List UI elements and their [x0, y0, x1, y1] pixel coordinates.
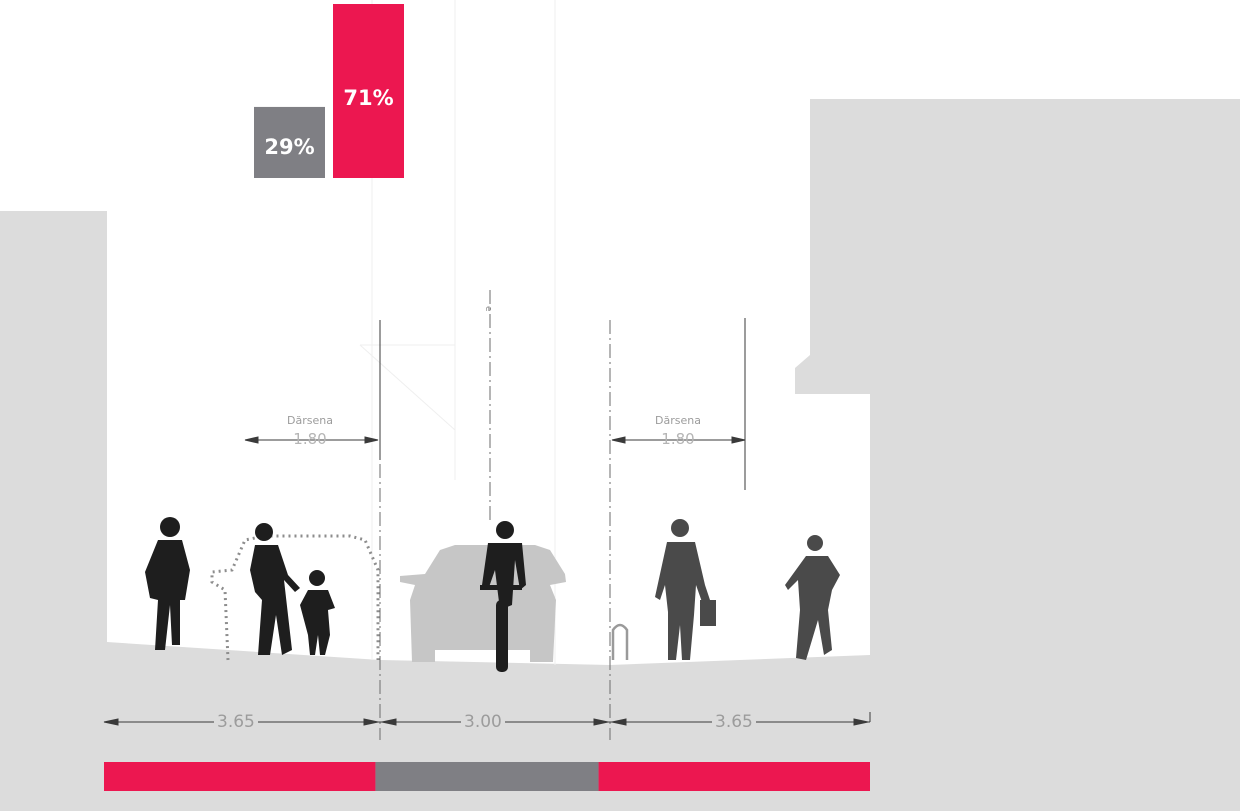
lane-strip-segment-0 [104, 762, 376, 791]
cyclist-silhouette [480, 521, 526, 672]
vehicle-share-label: 29% [264, 134, 315, 159]
pedestrian-child [300, 570, 335, 655]
bollard-outline [611, 623, 629, 660]
pedestrian-man [655, 519, 716, 660]
pedestrian-share-label: 71% [343, 86, 394, 110]
sidewalk-note-arrows [244, 436, 746, 444]
pedestrian-woman-right [785, 535, 840, 660]
lane-allocation-strip [104, 762, 870, 791]
sidewalk-note-left-title: Dărsena [287, 414, 333, 427]
vehicle-share-bar [254, 106, 325, 178]
pedestrian-mother [250, 523, 300, 655]
axis-lines [379, 290, 611, 740]
car-silhouette [400, 545, 566, 662]
car-outline-dotted [210, 534, 380, 661]
dimension-label-center: 3.00 [461, 712, 505, 732]
share-bar-chart [254, 4, 404, 178]
sidewalk-note-right-value: 1.80 [661, 430, 695, 448]
dimension-label-left: 3.65 [214, 712, 258, 732]
lane-strip-segment-2 [598, 762, 870, 791]
pedestrian-silhouettes [145, 517, 840, 672]
sidewalk-note-right-title: Dărsena [655, 414, 701, 427]
sidewalk-note-left-value: 1.80 [293, 430, 327, 448]
lane-strip-segment-1 [375, 762, 599, 791]
ground-mass [0, 99, 1240, 811]
pedestrian-share-bar [333, 4, 404, 178]
dimension-label-right: 3.65 [712, 712, 756, 732]
pedestrian-woman-left [145, 517, 190, 650]
sidewalk-boundary-lines [379, 318, 746, 490]
svg-text:e: e [483, 306, 493, 312]
